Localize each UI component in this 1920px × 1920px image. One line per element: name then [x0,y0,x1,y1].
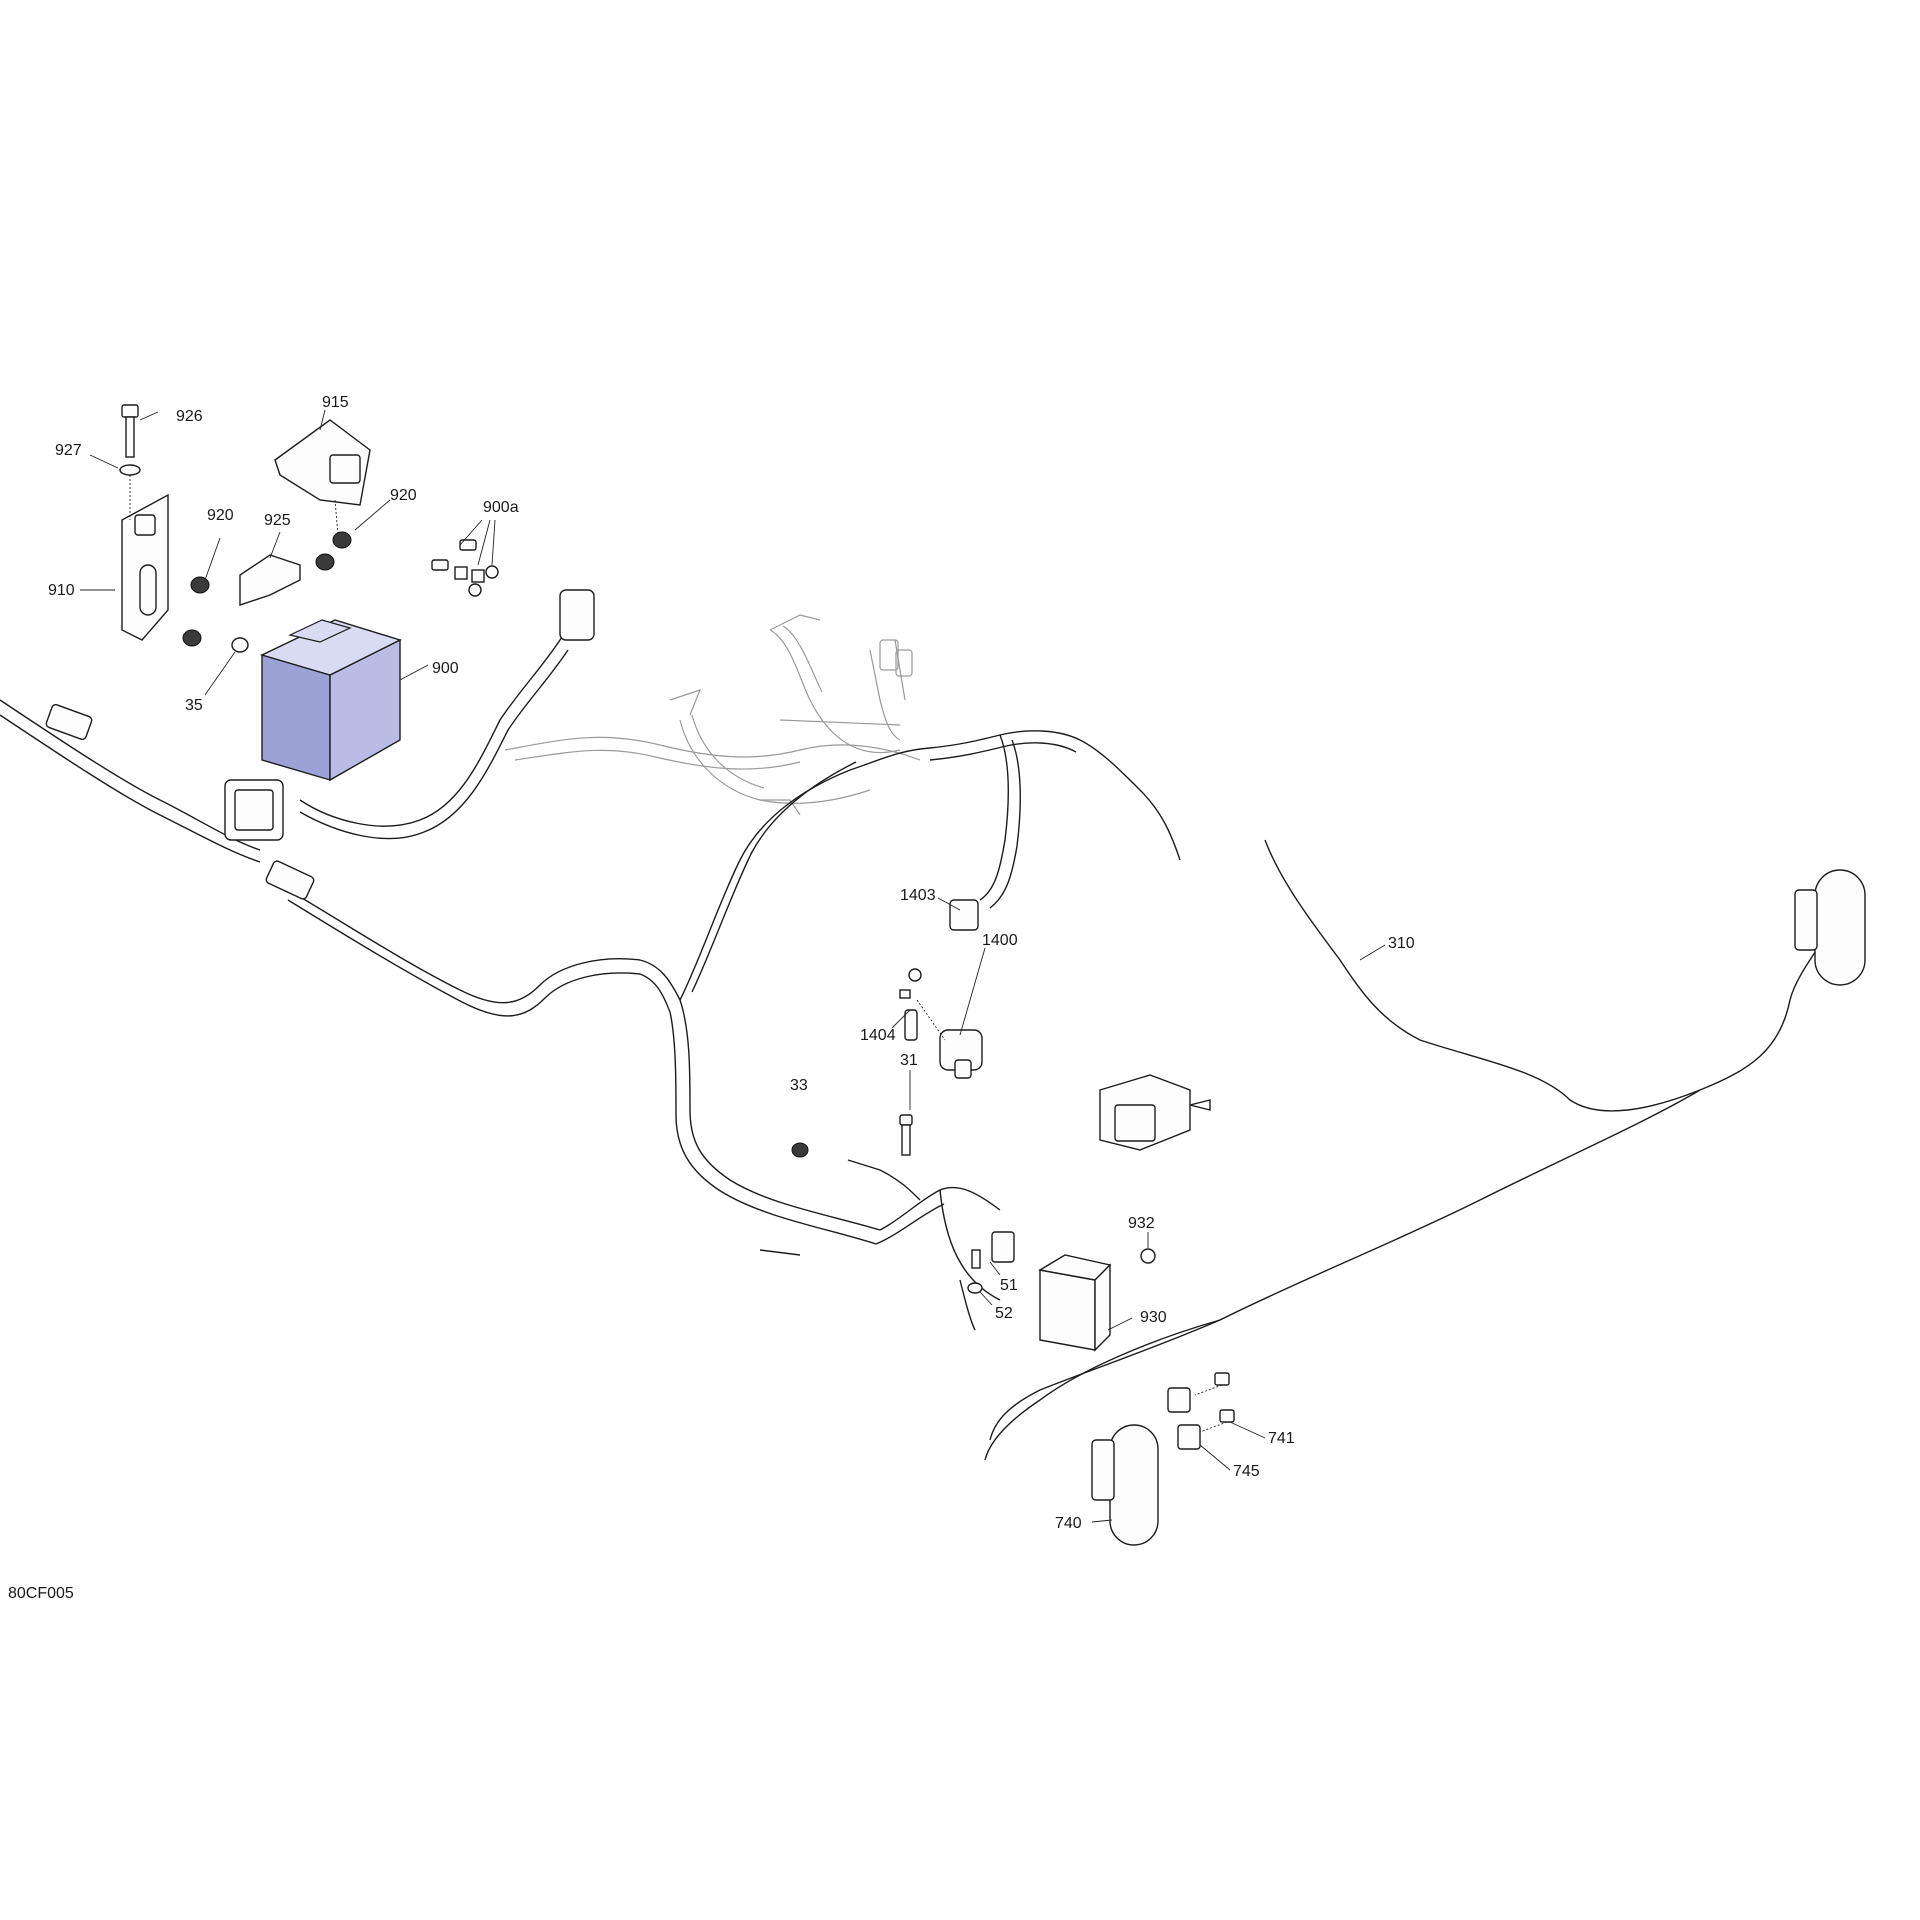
rear-harness-310 [984,839,1866,1461]
callout-932: 932 [1128,1215,1155,1232]
callout-910: 910 [48,582,75,599]
main-harness [0,699,1181,1331]
connector-1403 [949,899,979,931]
clamp-915 [274,419,371,536]
fasteners-900a [431,539,499,597]
nuts-920 [182,531,352,653]
callout-900: 900 [432,660,459,677]
callout-741: 741 [1268,1430,1295,1447]
left-connectors [45,703,315,900]
background-harness [504,614,921,816]
brackets-741-745 [1167,1372,1235,1450]
callout-1400: 1400 [982,932,1018,949]
callout-31: 31 [900,1052,918,1069]
plate-925 [239,554,301,606]
callout-900a: 900a [483,499,519,516]
harness-connector [559,589,595,641]
callout-927: 927 [55,442,82,459]
callout-925: 925 [264,512,291,529]
callout-926: 926 [176,408,203,425]
callout-51: 51 [1000,1277,1018,1294]
callout-310: 310 [1388,935,1415,952]
callout-740: 740 [1055,1515,1082,1532]
module-bracket [1099,1074,1211,1151]
bolt-31 [791,1114,913,1158]
callout-52: 52 [995,1305,1013,1322]
leader-lines [80,409,1386,1523]
callout-1403: 1403 [900,887,936,904]
callout-1404: 1404 [860,1027,896,1044]
callout-35: 35 [185,697,203,714]
battery-bracket [121,493,169,641]
reference-code: 80CF005 [8,1585,74,1602]
callout-915: 915 [322,394,349,411]
rear-light-740 [1091,1424,1159,1546]
callout-745: 745 [1233,1463,1260,1480]
callout-33: 33 [790,1077,808,1094]
rear-light-right [1814,869,1866,986]
battery [260,619,402,782]
items-51-52 [967,1231,1015,1294]
callout-labels: 926 927 915 920 920 900a 925 910 35 900 … [8,394,1415,1602]
callout-920-left: 920 [207,507,234,524]
callout-920-right: 920 [390,487,417,504]
bolt-926 [119,404,141,520]
battery-harness [299,589,595,840]
callout-930: 930 [1140,1309,1167,1326]
module-930 [1038,1248,1156,1352]
sensor-1400 [899,968,983,1079]
